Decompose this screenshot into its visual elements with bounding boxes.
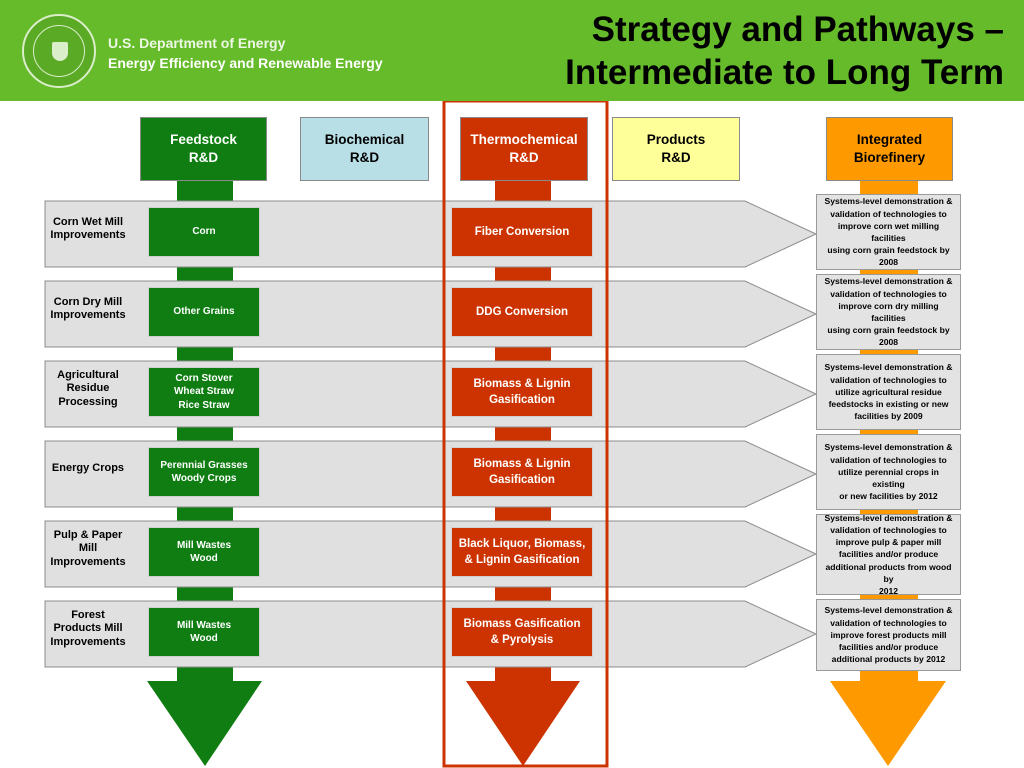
feedstock-box: Corn [148, 207, 260, 257]
thermochemical-box: Biomass Gasification& Pyrolysis [451, 607, 593, 657]
feedstock-flow-arrowhead [147, 681, 262, 766]
doe-seal-icon [22, 14, 96, 88]
row-label: Energy Crops [51, 462, 125, 475]
biorefinery-box: Systems-level demonstration &validation … [816, 513, 961, 596]
office-name: Energy Efficiency and Renewable Energy [108, 55, 383, 71]
biorefinery-box: Systems-level demonstration &validation … [816, 194, 961, 270]
thermochemical-box: Black Liquor, Biomass,& Lignin Gasificat… [451, 527, 593, 577]
biorefinery-box: Systems-level demonstration &validation … [816, 274, 961, 350]
thermochemical-box: Fiber Conversion [451, 207, 593, 257]
biorefinery-box: Systems-level demonstration &validation … [816, 354, 961, 430]
biorefinery-flow-arrowhead [830, 681, 946, 766]
header-banner [0, 0, 1024, 101]
thermo-flow-arrowhead [466, 681, 580, 766]
feedstock-box: Other Grains [148, 287, 260, 337]
biorefinery-box: Systems-level demonstration &validation … [816, 599, 961, 671]
slide-title: Strategy and Pathways – Intermediate to … [565, 10, 1004, 92]
thermochemical-highlight-outline [442, 99, 609, 768]
department-name: U.S. Department of Energy [108, 35, 286, 51]
thermochemical-box: DDG Conversion [451, 287, 593, 337]
biorefinery-box: Systems-level demonstration &validation … [816, 434, 961, 510]
